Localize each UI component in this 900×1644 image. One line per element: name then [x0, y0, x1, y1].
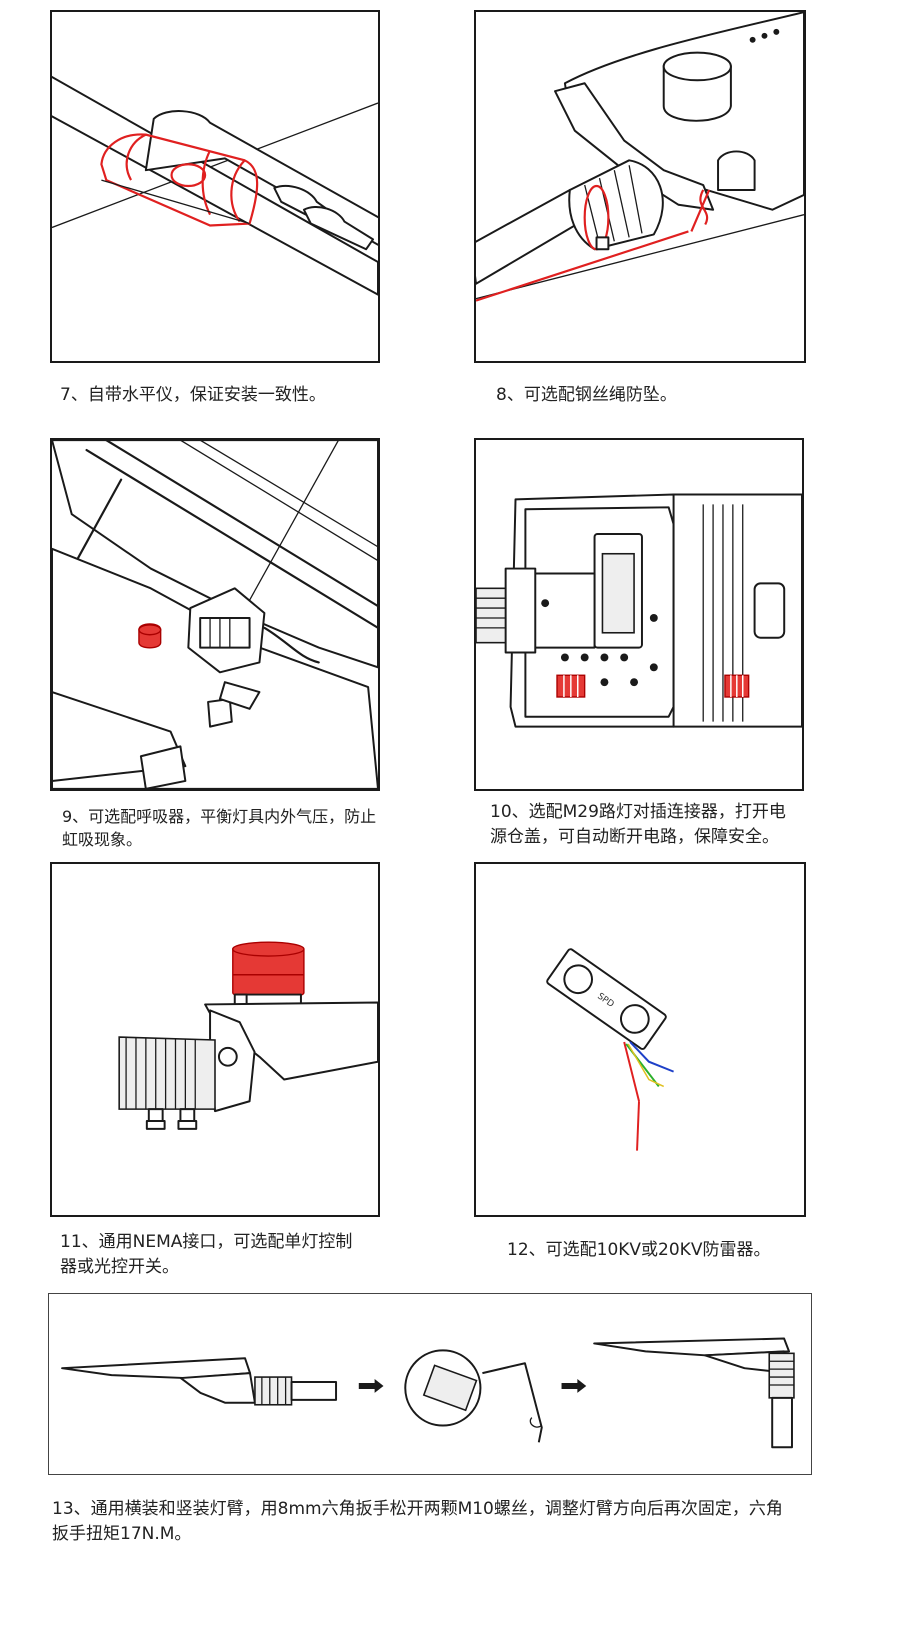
caption-7: 7、自带水平仪，保证安装一致性。 [60, 385, 326, 405]
nema-socket-illustration [118, 941, 378, 1130]
surge-protector-illustration: SPD [546, 948, 674, 1151]
breather-valve-illustration [52, 440, 378, 789]
arrow-icon [358, 1379, 384, 1393]
caption-12: 12、可选配10KV或20KV防雷器。 [507, 1240, 771, 1260]
arrow-icon [561, 1379, 587, 1393]
caption-8: 8、可选配钢丝绳防坠。 [496, 385, 677, 405]
caption-9: 9、可选配呼吸器，平衡灯具内外气压，防止 虹吸现象。 [62, 807, 377, 849]
figure-10-m29-connector [474, 438, 804, 791]
safety-cable-illustration [476, 12, 804, 302]
caption-13: 13、通用横装和竖装灯臂，用8mm六角扳手松开两颗M10螺丝，调整灯臂方向后再次… [52, 1499, 783, 1544]
figure-13-arm-adjustment [48, 1293, 812, 1475]
caption-11: 11、通用NEMA接口，可选配单灯控制 器或光控开关。 [60, 1232, 353, 1277]
figure-8-safety-cable [474, 10, 806, 363]
figure-12-surge-protector: SPD [474, 862, 806, 1217]
m29-connector-illustration [476, 493, 802, 728]
arm-adjustment-illustration [61, 1337, 795, 1449]
caption-10: 10、选配M29路灯对插连接器，打开电 源仓盖，可自动断开电路，保障安全。 [490, 802, 786, 847]
figure-11-nema-socket [50, 862, 380, 1217]
figure-9-breather-valve [50, 438, 380, 791]
figure-7-spirit-level [50, 10, 380, 363]
spirit-level-illustration [52, 75, 378, 296]
